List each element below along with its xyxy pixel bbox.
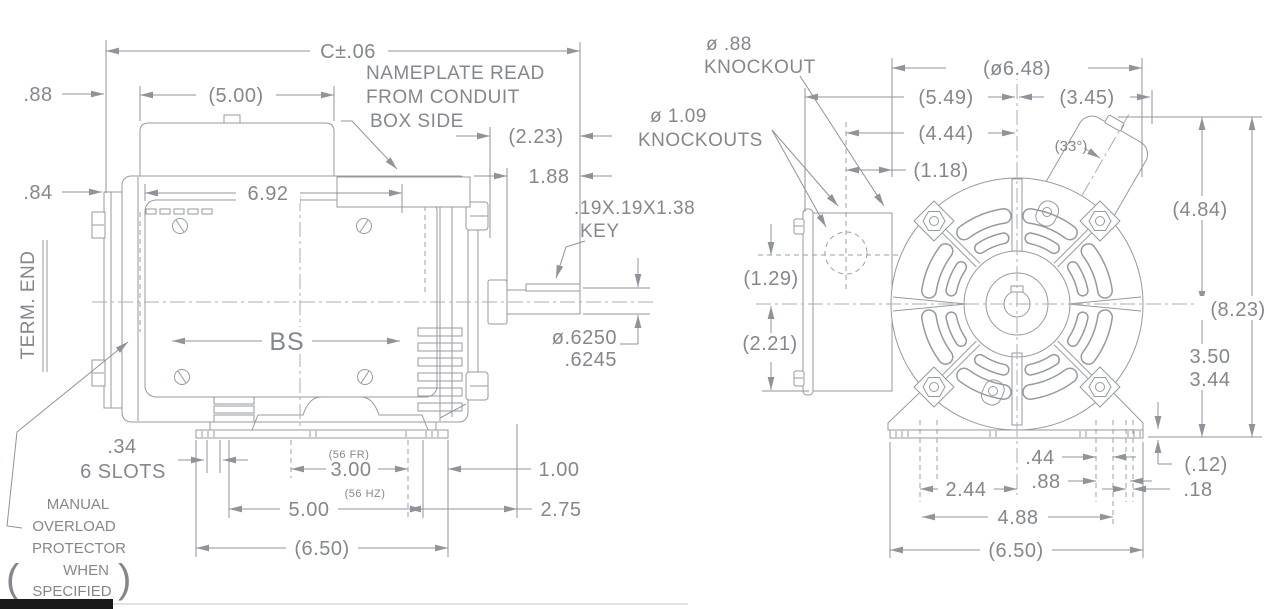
dim-shaft-usable: 1.88 <box>529 166 570 188</box>
knockout109-leader-2 <box>771 129 827 228</box>
dim-overall-c: C±.06 <box>320 41 376 63</box>
conduit-box-screw <box>223 114 241 124</box>
dim-shaft-height-min: 3.44 <box>1190 369 1231 391</box>
base-hatch-right <box>895 431 1141 437</box>
tie-bolt-lugs <box>913 200 1121 408</box>
panel-screws <box>172 218 373 385</box>
knockout-circle <box>824 231 868 275</box>
note-knockout109-1: ø 1.09 <box>650 106 707 127</box>
nameplate-leader <box>341 120 398 170</box>
dim-knockout-to-center: (4.44) <box>918 123 973 145</box>
vent-slats <box>213 327 463 423</box>
dim-base-width: (6.50) <box>988 540 1043 562</box>
right-view-outline <box>793 114 1149 439</box>
note-overload-5: SPECIFIED <box>32 583 111 600</box>
dim-end-offset-top: .88 <box>23 84 52 106</box>
extension-lines <box>105 40 1262 558</box>
dim-shaft-height-max: 3.50 <box>1190 346 1231 368</box>
dim-outer-dia: (ø6.48) <box>983 58 1051 80</box>
conduit-box-end <box>809 212 893 392</box>
dim-conduit-width: (5.00) <box>208 85 263 107</box>
note-nameplate-2: FROM CONDUIT <box>366 87 520 108</box>
note-knockout88-1: ø .88 <box>706 34 752 55</box>
dim-shaft-dia-max: ø.6250 <box>552 327 617 349</box>
dim-base-pad: (.12) <box>1184 454 1228 476</box>
dim-foot-slot-end: .18 <box>1183 479 1212 501</box>
dim-box-to-center: (5.49) <box>918 87 973 109</box>
dim-knockout-to-edge: (1.18) <box>913 160 968 182</box>
dim-center-to-slot: 2.44 <box>946 479 987 501</box>
dim-overall-height: (8.23) <box>1210 299 1265 321</box>
fan-guard-slots <box>921 208 1113 400</box>
dim-base-length-left: (6.50) <box>294 538 349 560</box>
overload-paren-open: ( <box>6 557 20 601</box>
base-hatch-left <box>201 431 439 437</box>
note-nameplate-3: BOX SIDE <box>370 111 464 132</box>
overload-paren-close: ) <box>118 557 131 601</box>
dim-shaft-ext: (2.23) <box>508 126 563 148</box>
dim-center-to-top: (4.84) <box>1172 199 1227 221</box>
label-bs: BS <box>269 328 304 356</box>
dim-slot-width: .34 <box>107 436 136 458</box>
overload-leader <box>6 341 129 529</box>
dim-center-to-box-bottom: (2.21) <box>742 333 797 355</box>
tag-56fr: (56 FR) <box>329 449 370 461</box>
conduit-box-side <box>139 122 335 177</box>
note-knockout88-2: KNOCKOUT <box>704 57 816 78</box>
note-knockout109-2: KNOCKOUTS <box>638 130 763 151</box>
foot-profile <box>251 396 429 431</box>
shaft-key <box>525 283 581 292</box>
terminal-end-bracket <box>103 191 123 409</box>
note-key-1: .19X.19X1.38 <box>574 198 695 219</box>
dim-face-to-foot: 1.00 <box>539 459 580 481</box>
dim-knockout-drop: (1.29) <box>743 268 798 290</box>
text-masks <box>196 40 1280 561</box>
note-key-2: KEY <box>580 221 620 242</box>
key-leader <box>555 240 586 279</box>
dim-end-offset-mid: .84 <box>23 182 52 204</box>
dim-ba: 2.75 <box>541 499 582 521</box>
dim-slot-span: 4.88 <box>998 507 1039 529</box>
angle-conduit-box: (33°) <box>1055 138 1088 155</box>
dim-foot-56fr: 3.00 <box>331 459 372 481</box>
note-overload-2: OVERLOAD <box>32 518 116 535</box>
note-nameplate-1: NAMEPLATE READ <box>366 63 545 84</box>
left-view-outline <box>91 114 581 439</box>
label-term-end: TERM. END <box>18 251 39 360</box>
label-slot-count: 6 SLOTS <box>80 461 166 483</box>
angle-leader <box>1083 147 1101 159</box>
base-plate-left-view <box>195 429 449 439</box>
knockout109-leader-1 <box>771 129 839 207</box>
centerlines <box>92 58 1218 495</box>
knockout88-leader <box>799 75 885 207</box>
note-overload-4: WHEN <box>63 562 109 579</box>
note-overload-1: MANUAL <box>47 496 110 513</box>
tie-rods <box>941 228 1093 380</box>
dim-body-length: 6.92 <box>248 183 289 205</box>
leader-lines <box>6 75 1101 529</box>
tag-56hz: (56 HZ) <box>345 488 386 500</box>
dim-foot-56hz: 5.00 <box>289 499 330 521</box>
dim-center-to-box-top: (3.45) <box>1059 87 1114 109</box>
screen-artifact-bar <box>0 599 113 609</box>
dim-foot-slot-width: .44 <box>1025 447 1054 469</box>
nameplate <box>336 176 471 208</box>
note-overload-3: PROTECTOR <box>32 540 126 557</box>
dim-shaft-dia-min: .6245 <box>564 349 617 371</box>
annotation-text: C±.06 (5.00) .88 .84 6.92 NAMEPLATE READ… <box>6 34 1265 601</box>
dim-foot-slot-pitch: .88 <box>1031 471 1060 493</box>
